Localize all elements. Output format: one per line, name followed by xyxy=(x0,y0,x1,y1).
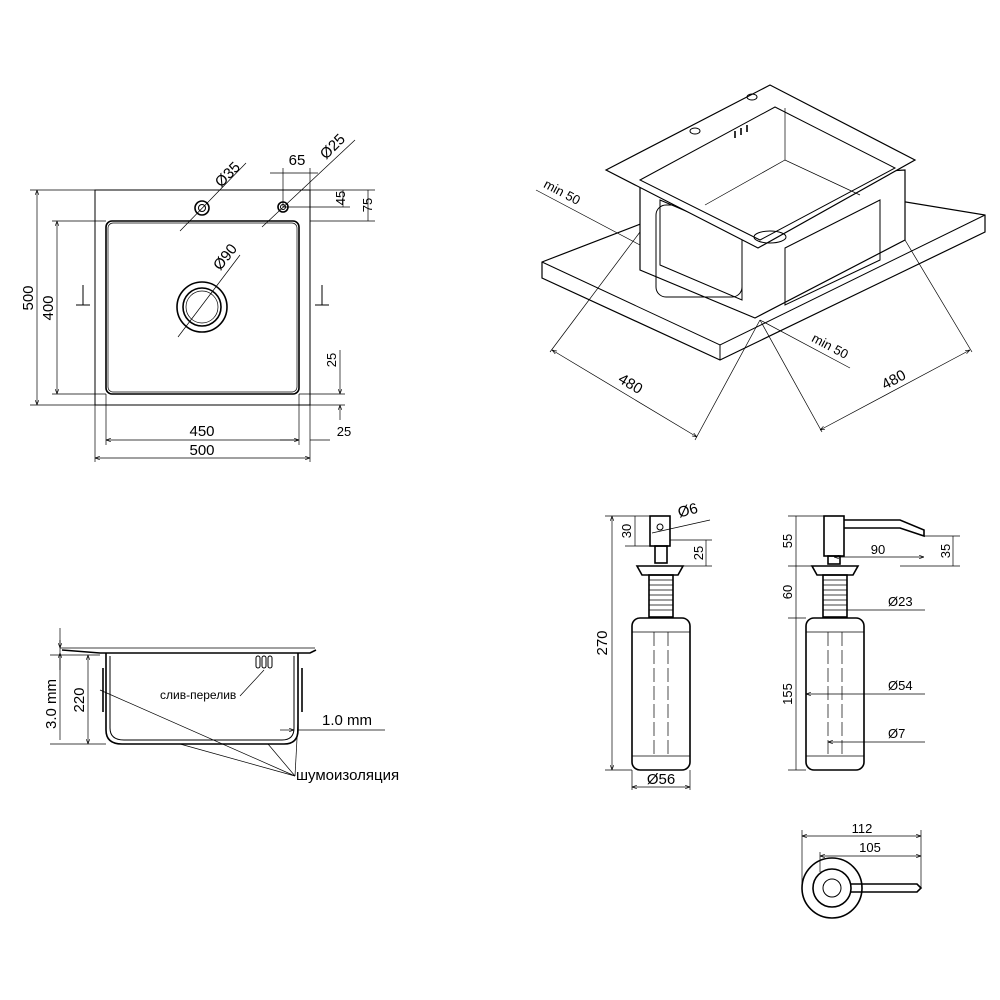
dim-min50-left: min 50 xyxy=(541,176,583,208)
dim-45: 45 xyxy=(333,191,348,205)
isometric-view: min 50 min 50 480 480 xyxy=(535,84,986,441)
sink-bowl-inner xyxy=(107,222,298,393)
dim-220: 220 xyxy=(71,687,88,712)
dim-400-vertical: 400 xyxy=(40,295,57,320)
dim-500-vertical: 500 xyxy=(20,285,37,310)
dim-112: 112 xyxy=(852,821,873,836)
dim-d23: Ø23 xyxy=(888,594,913,609)
overflow-slots-icon xyxy=(255,655,273,669)
dim-d25: Ø25 xyxy=(317,131,349,163)
dim-d56: Ø56 xyxy=(647,771,675,788)
drain-icon xyxy=(176,281,228,333)
dim-55: 55 xyxy=(780,534,795,548)
dim-35: 35 xyxy=(938,544,953,558)
iso-sink-rim xyxy=(604,84,917,249)
insulation-label: шумоизоляция xyxy=(296,767,399,784)
iso-overflow-slots-icon xyxy=(734,125,748,138)
dim-1mm: 1.0 mm xyxy=(322,712,372,729)
dim-d54: Ø54 xyxy=(888,678,913,693)
dim-270: 270 xyxy=(594,630,611,655)
dim-450: 450 xyxy=(189,423,214,440)
dim-105: 105 xyxy=(859,840,881,855)
nozzle-hole-icon xyxy=(656,523,664,531)
dim-90: 90 xyxy=(871,542,885,557)
section-rim xyxy=(61,649,317,654)
sink-outer-rim xyxy=(94,189,311,406)
dim-155: 155 xyxy=(780,683,795,705)
clip-mark-left xyxy=(76,285,90,306)
dim-25-vertical: 25 xyxy=(324,353,339,367)
dispenser-spout xyxy=(844,519,925,538)
iso-overflow-hole-icon xyxy=(689,127,701,135)
tap-hole-icon xyxy=(194,200,210,216)
dim-75: 75 xyxy=(360,198,375,212)
dim-65: 65 xyxy=(289,152,306,169)
dim-25: 25 xyxy=(691,546,706,560)
dispenser-side-view: 55 60 155 90 35 Ø23 Ø54 Ø7 xyxy=(780,515,960,771)
dim-d7: Ø7 xyxy=(888,726,905,741)
dispenser-top-view: 112 105 xyxy=(801,821,923,919)
dim-25-horizontal: 25 xyxy=(337,424,351,439)
dispenser-bottle xyxy=(631,617,691,771)
sink-bowl xyxy=(105,220,300,395)
dim-480-right: 480 xyxy=(879,367,909,394)
dim-d6: Ø6 xyxy=(676,500,700,522)
dim-d90: Ø90 xyxy=(210,241,241,274)
top-view: 500 400 65 Ø35 Ø25 45 75 Ø90 25 450 xyxy=(20,131,375,462)
dim-3mm: 3.0 mm xyxy=(43,679,60,729)
dispenser-front-view: 270 30 25 Ø6 Ø56 xyxy=(594,500,712,790)
clip-mark-right xyxy=(315,285,329,306)
dim-d35: Ø35 xyxy=(212,159,244,191)
dim-500-horizontal: 500 xyxy=(189,442,214,459)
iso-tap-hole-icon xyxy=(746,93,758,101)
overflow-label: слив-перелив xyxy=(160,688,236,702)
dim-480-left: 480 xyxy=(615,370,645,397)
dispenser-thread xyxy=(648,574,674,618)
dispenser-side-thread xyxy=(822,574,848,618)
dim-30: 30 xyxy=(619,524,634,538)
dim-60: 60 xyxy=(780,585,795,599)
section-view: слив-перелив 220 3.0 mm 1.0 mm шумоизоля… xyxy=(43,628,399,784)
